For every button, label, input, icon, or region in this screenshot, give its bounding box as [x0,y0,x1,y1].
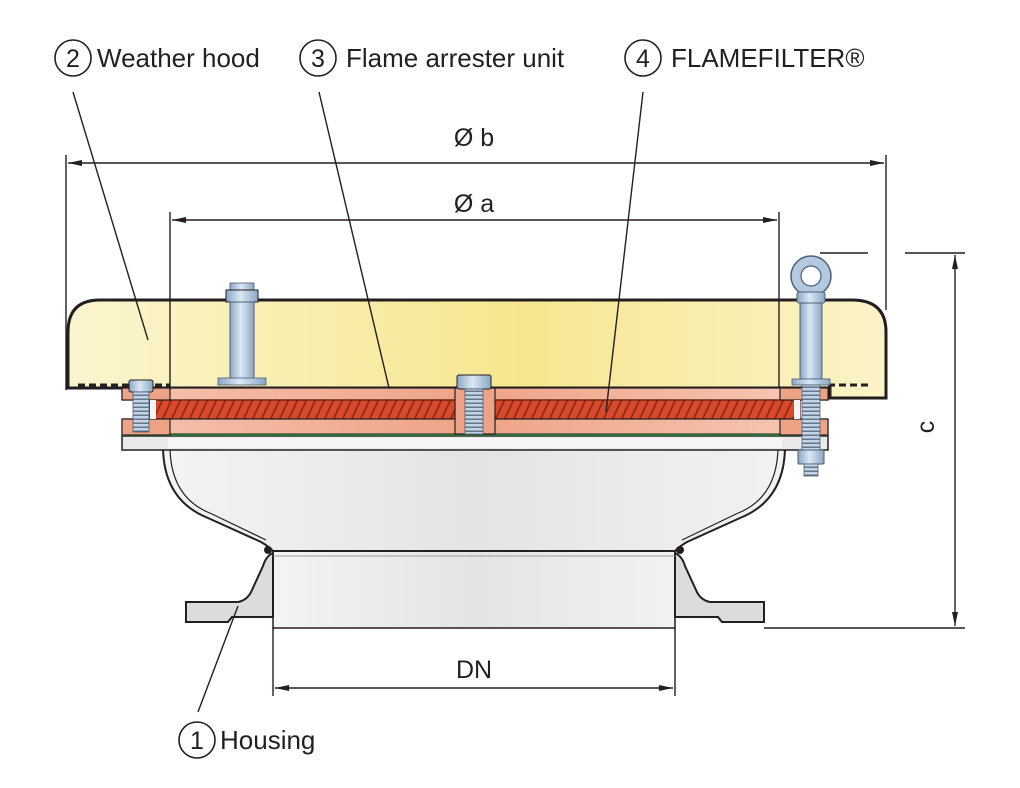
dim-label-b: Ø b [454,124,494,152]
bolt-center [456,374,492,435]
callout-weather-hood: 2 Weather hood [54,39,260,77]
callout-circle [54,39,92,77]
callout-number: 1 [190,727,204,755]
callout-circle [624,39,662,77]
callout-flamefilter: 4 FLAMEFILTER® [624,39,864,77]
callout-number: 2 [66,45,80,73]
bolt-left [128,379,154,433]
leader-flame-arrester-unit [318,91,390,389]
bolts [128,255,832,477]
callout-label-housing: Housing [220,725,315,755]
callout-circle [299,39,337,77]
flame-arrester-unit [121,387,829,437]
stud-bolt [217,282,267,386]
callout-label-flame-arrester-unit: Flame arrester unit [346,43,565,73]
leader-housing [197,605,239,713]
housing-flange-right [674,551,765,623]
dim-label-a: Ø a [454,190,494,218]
leader-flamefilter [605,91,644,413]
leader-weather-hood [72,91,149,341]
dimension-lines [65,155,965,696]
callout-label-flamefilter: FLAMEFILTER® [671,43,864,73]
housing-flange-left [185,551,274,623]
callout-circle [178,721,216,759]
callout-flame-arrester-unit: 3 Flame arrester unit [299,39,565,77]
dim-label-c: c [912,421,940,434]
hood-body [66,298,888,400]
housing-pipe [272,549,676,629]
eye-bolt [790,255,832,477]
housing [121,435,829,629]
leader-lines [72,91,644,713]
housing-bowl [162,437,786,552]
dim-label-dn: DN [456,656,492,684]
callout-number: 3 [311,45,325,73]
callout-label-weather-hood: Weather hood [97,43,260,73]
callout-number: 4 [636,45,650,73]
callout-housing: 1 Housing [178,721,315,759]
weather-hood [66,298,888,400]
